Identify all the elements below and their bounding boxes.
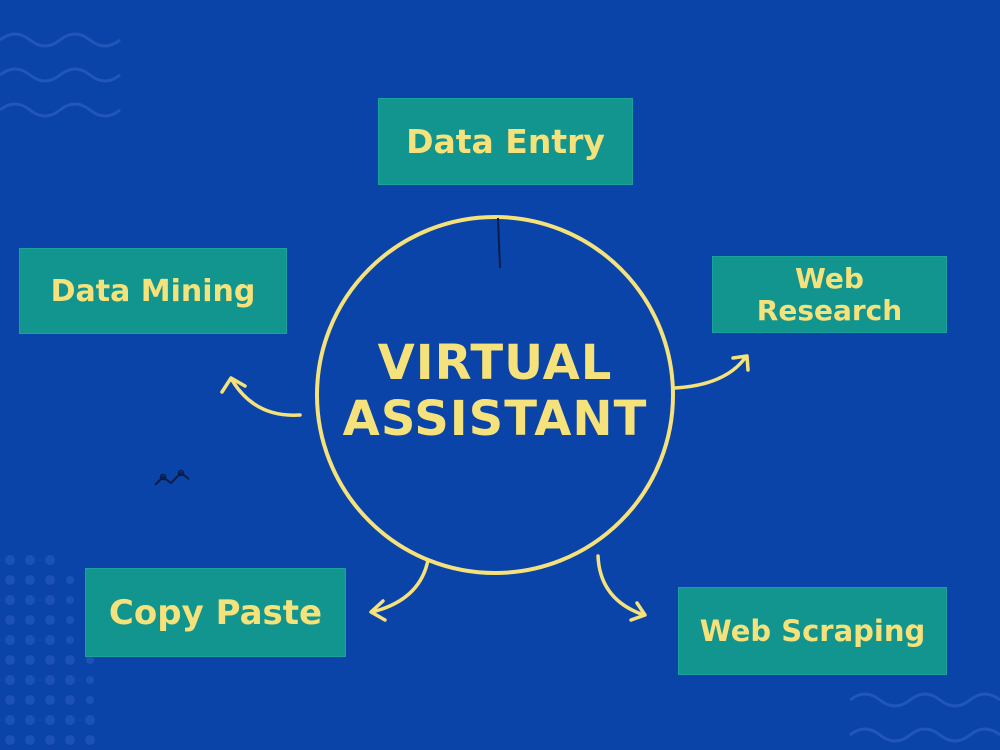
center-title-line2: ASSISTANT (342, 391, 648, 447)
node-label-line1: Web (795, 261, 864, 295)
node-label: Data Entry (406, 122, 605, 161)
center-circle (315, 215, 675, 575)
arrow-to-copy-paste (370, 558, 430, 614)
node-label-line2: Research (756, 293, 903, 327)
node-label: Web Scraping (699, 614, 926, 648)
arrowhead-web-research (731, 354, 750, 372)
arrow-to-data-mining (230, 378, 302, 417)
data-entry-connector (497, 217, 501, 269)
node-web-research: Web Research (712, 256, 947, 333)
arrow-to-web-research (673, 356, 747, 390)
node-label: Copy Paste (108, 592, 323, 633)
node-web-scraping: Web Scraping (678, 587, 947, 675)
arrowhead-copy-paste (369, 599, 387, 622)
arrowhead-data-mining (220, 376, 247, 394)
node-data-mining: Data Mining (19, 248, 287, 334)
node-label: Data Mining (50, 273, 256, 309)
node-copy-paste: Copy Paste (85, 568, 346, 657)
arrow-to-web-scraping (596, 554, 646, 617)
center-title-line1: VIRTUAL (377, 335, 613, 391)
center-title: VIRTUAL ASSISTANT (320, 335, 670, 447)
node-data-entry: Data Entry (378, 98, 633, 185)
arrowhead-web-scraping (629, 601, 647, 622)
